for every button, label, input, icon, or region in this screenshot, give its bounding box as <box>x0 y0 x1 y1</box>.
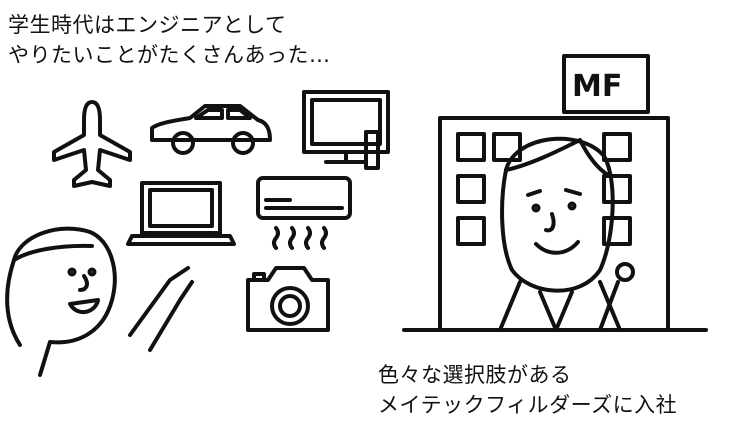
caption-bottom: 色々な選択肢がある メイテックフィルダーズに入社 <box>378 360 677 420</box>
employee-character <box>498 136 635 332</box>
building-sign: MF <box>572 69 622 104</box>
caption-top-line-1: 学生時代はエンジニアとして <box>8 13 287 37</box>
air-conditioner-icon <box>256 176 352 250</box>
tv-icon <box>302 90 390 170</box>
laptop-icon <box>126 181 236 246</box>
building: MF <box>402 54 708 332</box>
student-character <box>5 226 194 377</box>
caption-bottom-line-1: 色々な選択肢がある <box>378 363 572 387</box>
caption-bottom-line-2: メイテックフィルダーズに入社 <box>378 393 678 417</box>
caption-top: 学生時代はエンジニアとして やりたいことがたくさんあった… <box>8 10 331 70</box>
caption-top-line-2: やりたいことがたくさんあった… <box>8 43 331 67</box>
airplane-icon <box>52 100 132 188</box>
camera-icon <box>246 266 330 332</box>
car-icon <box>150 104 272 155</box>
